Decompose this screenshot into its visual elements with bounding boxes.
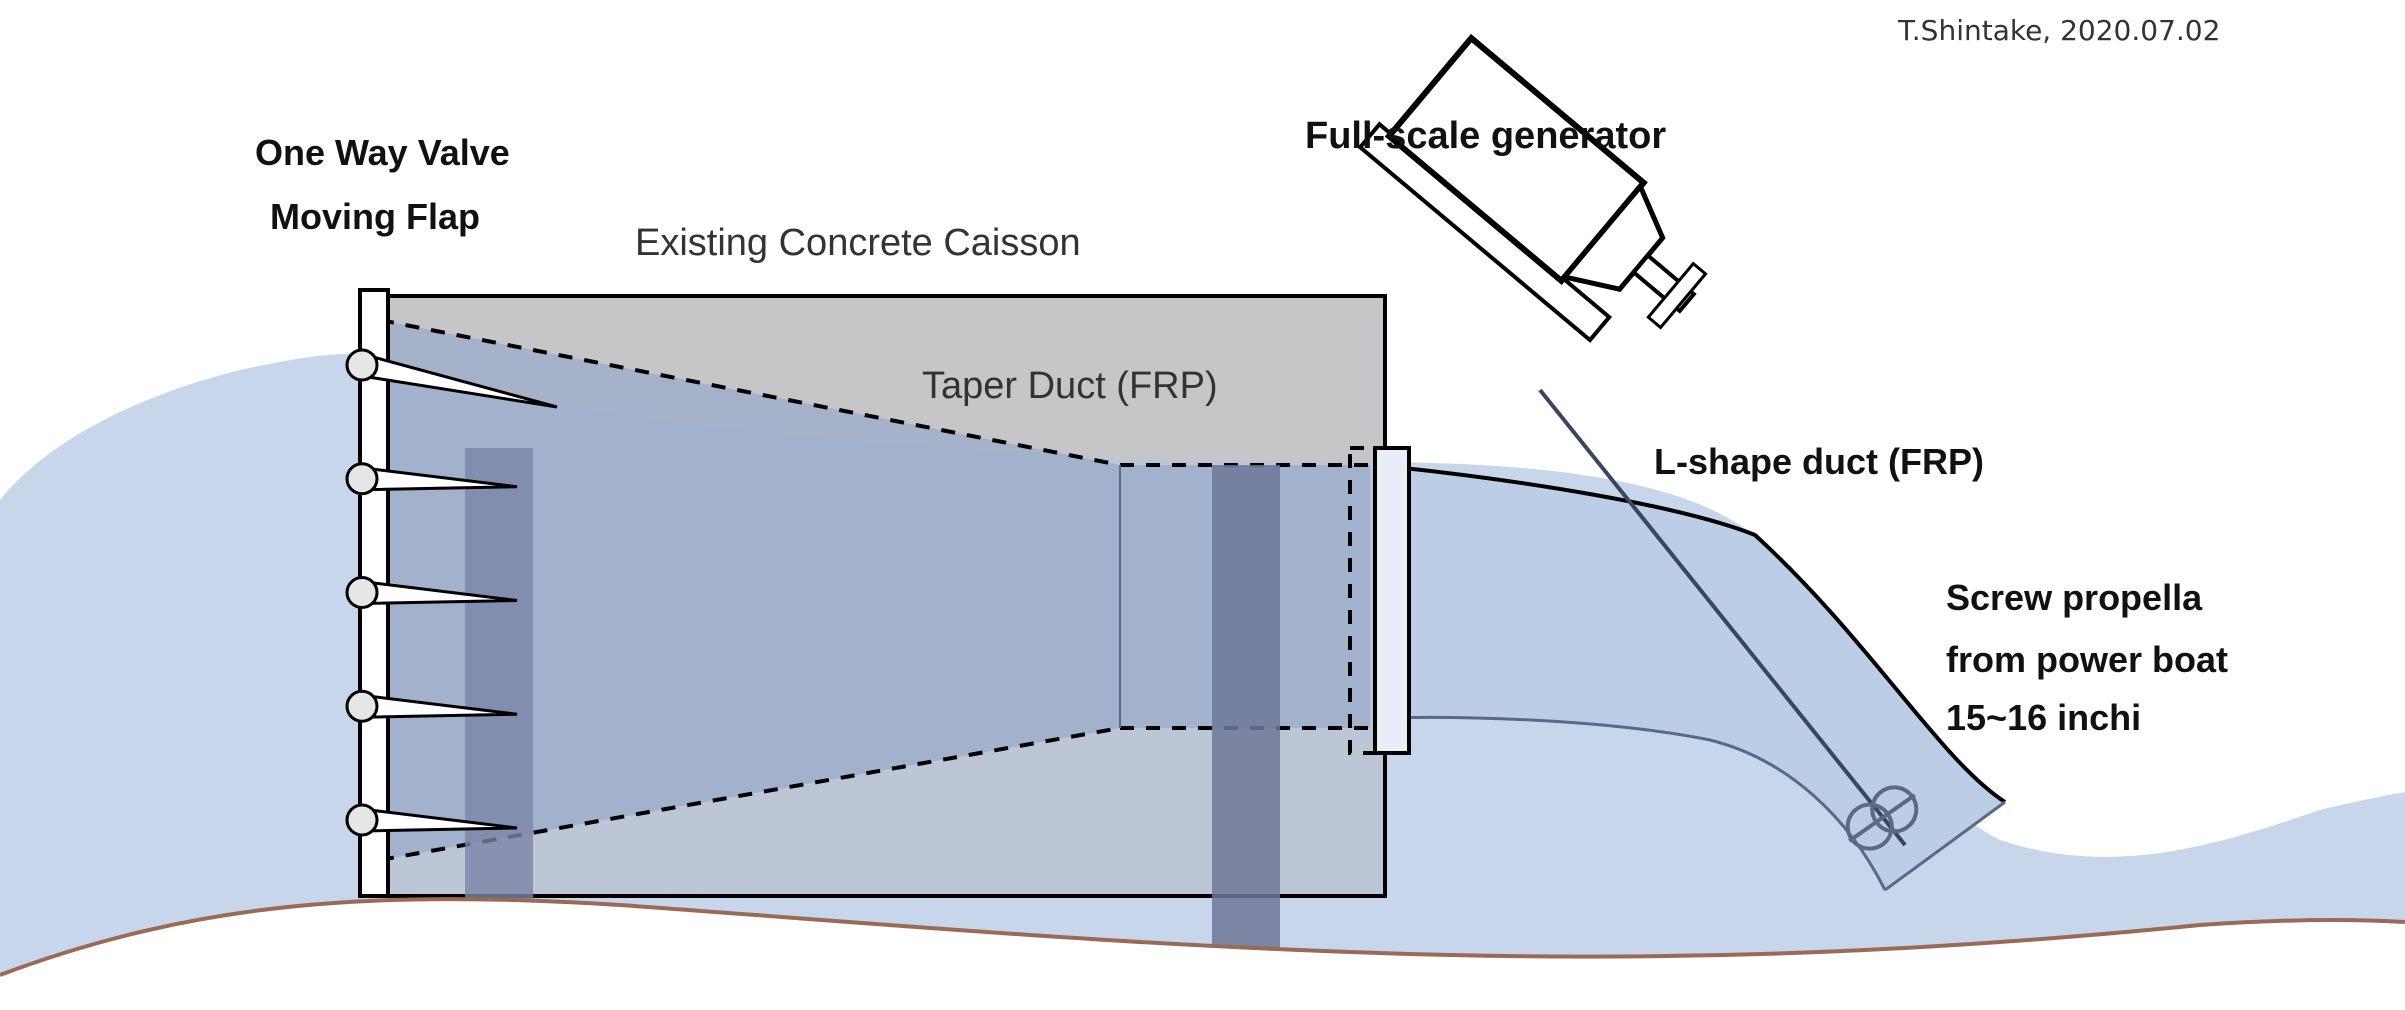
valve-label-line1: One Way Valve [255, 132, 510, 173]
generator-assembly [1357, 33, 1708, 343]
duct-flange [1373, 446, 1411, 755]
generator-bracket [1646, 261, 1708, 330]
propeller-label-line3: 15~16 inchi [1946, 697, 2141, 738]
flap-hinge [345, 689, 379, 723]
propeller-label-line1: Screw propella [1946, 577, 2203, 618]
flap-hinge [345, 348, 379, 382]
l-duct-bottom-cap [1884, 800, 2006, 892]
generator-label: Full-scale generator [1305, 115, 1666, 157]
seabed-line [0, 897, 2405, 977]
l-duct-top-edge [1384, 464, 2007, 804]
l-duct-bottom-edge [1384, 715, 1887, 891]
l-shape-duct [1385, 466, 2005, 890]
generator-shaft [1538, 388, 1907, 847]
flap-hinge [345, 576, 379, 609]
moving-flaps [345, 348, 558, 837]
propeller-label-line2: from power boat [1946, 639, 2228, 680]
screw-propeller [1845, 785, 1919, 851]
seabed-fill [0, 899, 2405, 1010]
caisson-label: Existing Concrete Caisson [635, 222, 1081, 264]
pillar-right [1212, 465, 1280, 960]
taper-duct-label: Taper Duct (FRP) [922, 365, 1218, 407]
generator-nose [1560, 181, 1666, 292]
l-duct-label: L-shape duct (FRP) [1654, 441, 1984, 482]
credit-text: T.Shintake, 2020.07.02 [1897, 14, 2220, 47]
pillar-left [465, 448, 533, 943]
valve-label-line2: Moving Flap [270, 196, 480, 237]
taper-duct-body [380, 320, 1370, 860]
flap-hinge [345, 803, 379, 837]
flap-hinge [345, 462, 379, 496]
